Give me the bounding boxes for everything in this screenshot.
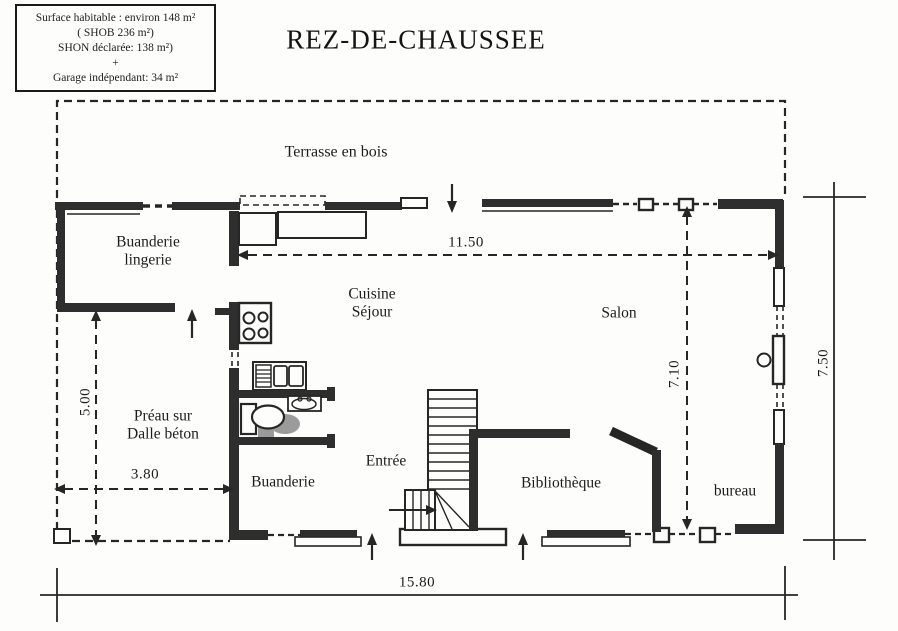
room-label-bibliotheque: Bibliothèque [520, 474, 602, 492]
wall-right [735, 200, 786, 534]
room-label-buanderie: Buanderie [251, 473, 315, 491]
dimension-15-80 [40, 566, 798, 622]
area-summary-line: SHON déclarée: 138 m²) [58, 41, 173, 54]
dimension-label-preau-width: 3.80 [130, 466, 160, 483]
entrance-arrows [187, 184, 528, 560]
dimension-label-interior-depth: 7.10 [666, 359, 683, 389]
kitchen-door-gap [231, 352, 239, 368]
wall-left-interior [229, 368, 239, 540]
kitchen-counters [229, 211, 367, 266]
wall-bibliotheque [469, 426, 661, 532]
room-label-cuisine-sejour: Cuisine Séjour [348, 285, 396, 321]
dimension-11-50 [237, 250, 779, 260]
wall-wc-bottom [236, 434, 335, 448]
area-summary-line: Garage indépendant: 34 m² [52, 71, 179, 84]
room-label-preau: Préau sur Dalle béton [127, 407, 199, 443]
dimension-label-preau-depth: 5.00 [77, 387, 94, 417]
terrace-boundary [55, 99, 787, 198]
dimension-5-00 [91, 310, 101, 546]
toilet-icon [239, 402, 300, 438]
dimension-label-interior-width: 11.50 [448, 234, 484, 251]
page-title: REZ-DE-CHAUSSEE [286, 24, 546, 55]
stove-icon [215, 301, 273, 350]
room-label-buanderie-lingerie: Buanderie lingerie [116, 233, 180, 269]
area-summary-line: + [112, 56, 119, 69]
wall-bottom [238, 526, 735, 547]
staircase [389, 389, 478, 531]
area-summary-box: Surface habitable : environ 148 m² ( SHO… [15, 4, 216, 92]
dimension-label-total-width: 15.80 [398, 574, 436, 591]
room-label-terrasse: Terrasse en bois [284, 143, 388, 161]
dimension-label-total-depth: 7.50 [815, 348, 832, 378]
area-summary-line: ( SHOB 236 m²) [77, 26, 154, 39]
wall-top [55, 195, 783, 215]
room-label-bureau: bureau [713, 482, 757, 500]
wall-wc-top [236, 387, 335, 401]
door-handle-icon [756, 352, 772, 368]
area-summary-line: Surface habitable : environ 148 m² [35, 11, 196, 24]
washbasin-icon [287, 395, 322, 412]
room-label-salon: Salon [601, 304, 637, 322]
dimension-7-10 [682, 206, 692, 530]
dimension-7-50 [803, 182, 866, 560]
room-label-entree: Entrée [365, 452, 407, 470]
dimension-3-80 [54, 484, 234, 494]
wall-buanderie-lingerie [57, 202, 175, 312]
sink-icon [252, 361, 307, 391]
